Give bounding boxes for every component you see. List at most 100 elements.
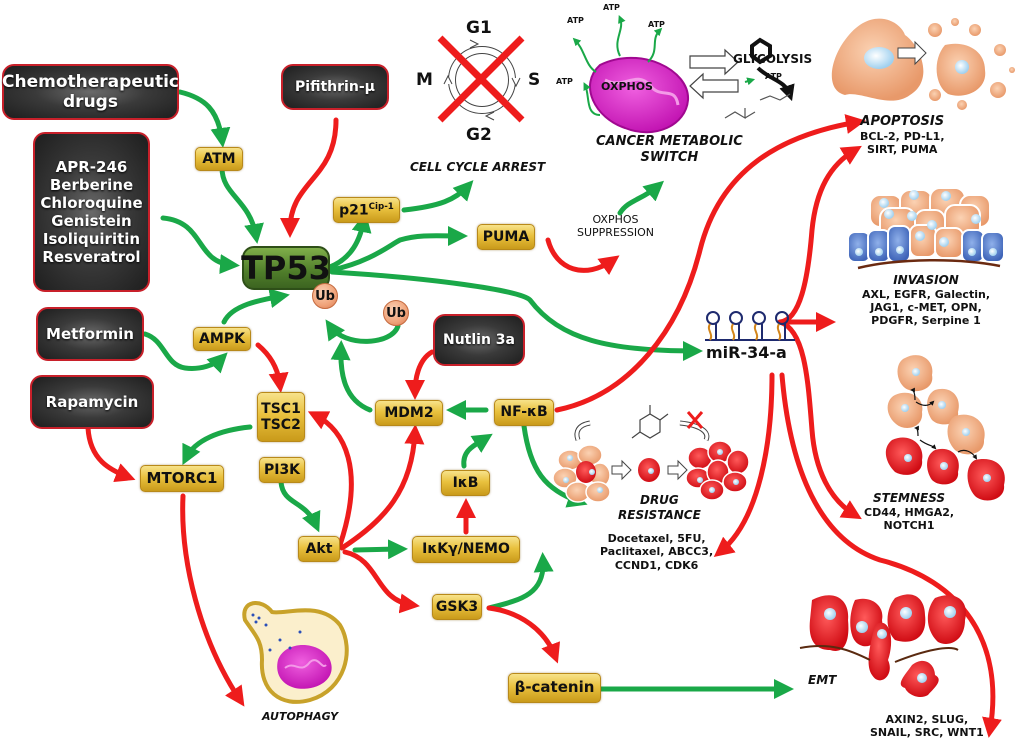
autophagy-title: AUTOPHAGY	[262, 710, 339, 723]
drug-resistance-targets: Docetaxel, 5FU, Paclitaxel, ABCC3, CCND1…	[600, 532, 713, 572]
phase-g1: G1	[466, 18, 492, 38]
edge-nfkb-apoptosis	[554, 114, 866, 413]
node-ikky-nemo: IκKγ/NEMO	[412, 536, 520, 563]
apoptosis-targets-line1: BCL-2, PD-L1,	[860, 129, 945, 143]
stemness-cells-icon	[885, 355, 1005, 501]
tp53-label: TP53	[241, 249, 331, 287]
apoptosis-title: APOPTOSIS	[860, 114, 945, 129]
drug-pifithrin-label: Pifithrin-μ	[295, 78, 375, 95]
invasion-tissue-icon	[847, 187, 1005, 270]
edge-pi3k-akt	[278, 479, 321, 533]
edge-mir34a-emt	[779, 372, 1002, 738]
stemness-targets-line1: CD44, HMGA2,	[864, 505, 955, 519]
edge-akt-mdm2	[339, 424, 425, 551]
atm-label: ATM	[202, 150, 236, 167]
apoptosis-targets-line2: SIRT, PUMA	[867, 143, 938, 157]
node-tp53: TP53	[241, 246, 331, 290]
edge-atm-tp53	[219, 165, 264, 244]
drug-chemo-line2: drugs	[63, 92, 118, 112]
bcatenin-label: β-catenin	[514, 678, 595, 697]
drug-genistein: Genistein	[51, 212, 132, 230]
ikb-label: IκB	[452, 474, 479, 491]
drug-rapamycin: Rapamycin	[30, 375, 154, 429]
node-ikb: IκB	[441, 470, 490, 496]
drug-chloroquine: Chloroquine	[40, 194, 143, 212]
p21-text: p21	[339, 202, 369, 219]
pi3k-label: PI3K	[263, 461, 301, 478]
ub-attached-label: Ub	[315, 288, 335, 304]
drug-resistance-title: DRUG RESISTANCE	[618, 493, 701, 522]
node-puma: PUMA	[477, 224, 535, 250]
cell-cycle-icon	[437, 35, 525, 123]
node-tsc1-tsc2: TSC1 TSC2	[257, 392, 305, 442]
emt-targets-line1: AXIN2, SLUG,	[885, 713, 969, 726]
atp-label-5: ATP	[765, 72, 782, 81]
edge-tp53-p21	[327, 212, 372, 270]
emt-targets: AXIN2, SLUG, SNAIL, SRC, WNT1	[870, 713, 984, 740]
edge-ub-tp53	[325, 319, 401, 344]
edge-mir34a-apoptosis	[777, 145, 862, 325]
edge-ampk-tsc	[255, 342, 289, 393]
emt-cells-icon	[799, 594, 966, 698]
tsc2-label: TSC2	[261, 417, 301, 433]
drug-isoliquiritin: Isoliquiritin	[42, 230, 141, 248]
edge-metformin-ampk	[142, 331, 228, 374]
edge-rapamycin-mtorc1	[85, 425, 136, 482]
drug-resistance-targets-line1: Docetaxel, 5FU,	[607, 532, 706, 545]
nfkb-label: NF-κB	[500, 404, 548, 421]
node-mtorc1: MTORC1	[140, 465, 224, 492]
drug-resistance-title-line2: RESISTANCE	[618, 507, 701, 522]
atp-label-1: ATP	[603, 3, 620, 12]
akt-label: Akt	[305, 540, 333, 557]
drug-metformin: Metformin	[36, 307, 144, 361]
edge-akt-ikky	[352, 539, 408, 560]
edge-akt-gsk3	[342, 549, 420, 614]
stemness-title: STEMNESS	[872, 491, 946, 505]
mdm2-label: MDM2	[384, 404, 434, 421]
invasion-title: INVASION	[893, 273, 959, 287]
autophagosome-icon	[242, 601, 349, 704]
edge-tp53-puma	[329, 225, 468, 273]
drug-chemotherapeutic: Chemotherapeutic drugs	[2, 64, 179, 120]
drug-pifithrin: Pifithrin-μ	[281, 64, 389, 110]
invasion-block: INVASION AXL, EGFR, Galectin, JAG1, c-ME…	[862, 273, 990, 328]
invasion-targets-line1: AXL, EGFR, Galectin,	[862, 287, 990, 301]
emt-title: EMT	[808, 673, 837, 687]
glycolysis-label: GLYCOLYSIS	[733, 52, 813, 66]
p21-label: p21Cip-1	[339, 202, 394, 219]
cell-cycle-arrest-caption: CELL CYCLE ARREST	[410, 160, 546, 174]
atp-label-2: ATP	[567, 16, 584, 25]
edge-gsk3-bcatenin	[486, 605, 561, 664]
emt-targets-line2: SNAIL, SRC, WNT1	[870, 726, 984, 740]
tsc1-label: TSC1	[261, 400, 301, 417]
node-mdm2: MDM2	[375, 400, 443, 426]
drug-apr246: APR-246	[55, 158, 128, 176]
drug-rapamycin-label: Rapamycin	[45, 393, 139, 411]
oxphos-suppression-line2: SUPPRESSION	[577, 226, 654, 240]
drug-resistance-targets-line3: CCND1, CDK6	[614, 558, 699, 572]
invasion-targets-line3: PDGFR, Serpine 1	[871, 314, 981, 328]
ikky-label: IκKγ/NEMO	[422, 541, 510, 558]
edge-oxphos-switch	[617, 180, 665, 216]
edge-p21-cellcycle	[401, 180, 474, 213]
edge-ampk-tp53	[221, 288, 290, 325]
atp-label-4: ATP	[556, 77, 573, 86]
ub-free-label: Ub	[386, 305, 406, 321]
gsk3-label: GSK3	[435, 598, 479, 615]
stemness-block: STEMNESS CD44, HMGA2, NOTCH1	[864, 491, 954, 532]
node-akt: Akt	[298, 536, 340, 562]
node-ampk: AMPK	[193, 327, 251, 351]
mtorc1-label: MTORC1	[146, 468, 218, 487]
node-gsk3: GSK3	[432, 594, 482, 620]
drug-resveratrol: Resveratrol	[42, 248, 141, 266]
drug-compound-list: APR-246 Berberine Chloroquine Genistein …	[33, 132, 150, 292]
apoptosis-block: APOPTOSIS BCL-2, PD-L1, SIRT, PUMA	[860, 114, 945, 157]
drug-berberine: Berberine	[49, 176, 134, 194]
node-beta-catenin: β-catenin	[508, 673, 601, 703]
ub-free: Ub	[383, 300, 409, 326]
ampk-label: AMPK	[199, 330, 245, 347]
mir34a-hairpin-icon	[705, 311, 795, 341]
drug-resistance-title-line1: DRUG	[639, 493, 679, 507]
node-nfkb: NF-κB	[494, 399, 554, 426]
atp-label-3: ATP	[648, 20, 665, 29]
